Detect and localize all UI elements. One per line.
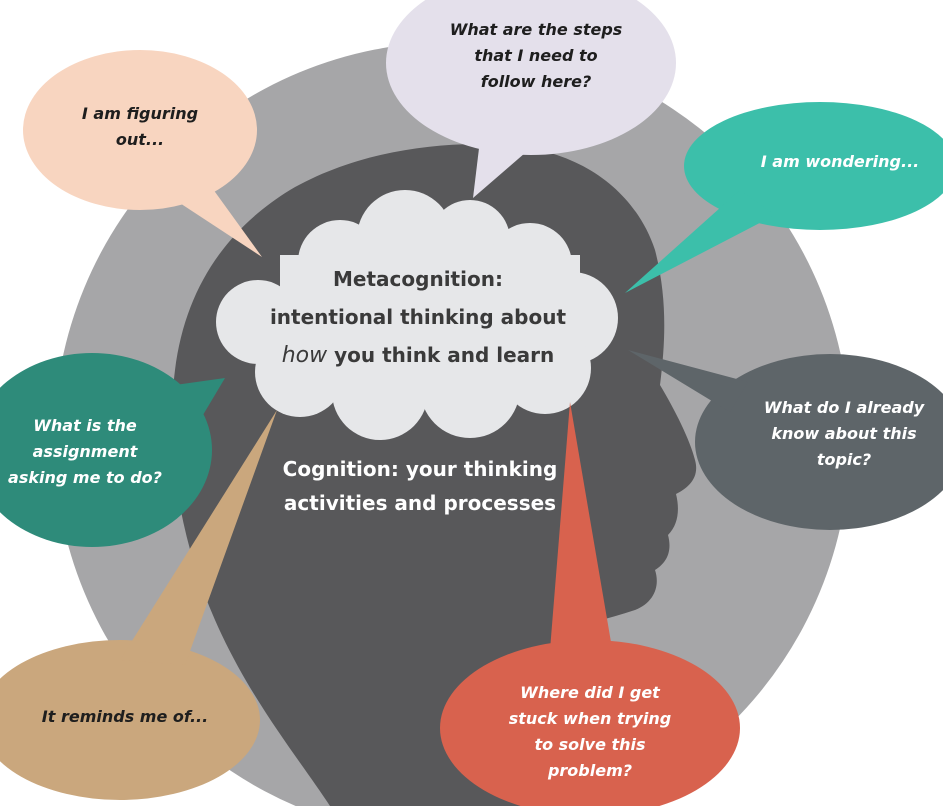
- metacognition-line2: intentional thinking about: [269, 305, 567, 329]
- bubble-reminds: [0, 410, 277, 800]
- metacognition-title: Metacognition:: [333, 267, 503, 291]
- cognition-text: Cognition: your thinking activities and …: [270, 452, 570, 520]
- bubble-assignment-text: What is the assignment asking me to do?: [8, 416, 162, 487]
- bubble-wondering-text: I am wondering...: [760, 152, 920, 171]
- metacognition-cloud: [216, 190, 618, 440]
- metacognition-line3: how you think and learn: [238, 336, 598, 375]
- bubble-wondering: [625, 102, 943, 293]
- metacognition-rest: you think and learn: [327, 343, 555, 367]
- bubble-already-know: [628, 350, 943, 530]
- bubble-stuck-text: Where did I get stuck when trying to sol…: [508, 683, 672, 780]
- bubble-steps: [386, 0, 676, 198]
- bubble-assignment: [0, 353, 225, 547]
- bubble-reminds-text: It reminds me of...: [41, 707, 209, 726]
- bubble-figuring-text: I am figuring out...: [81, 104, 199, 149]
- bubble-stuck: [440, 402, 740, 806]
- bubble-figuring: [23, 50, 262, 257]
- bubble-already-know-text: What do I already know about this topic?: [763, 398, 925, 469]
- cognition-line2: activities and processes: [283, 491, 557, 515]
- cognition-line1: Cognition: your thinking: [282, 457, 558, 481]
- metacognition-how: how: [281, 343, 328, 368]
- bubble-steps-text: What are the steps that I need to follow…: [449, 20, 623, 91]
- metacognition-text: Metacognition: intentional thinking abou…: [238, 260, 598, 375]
